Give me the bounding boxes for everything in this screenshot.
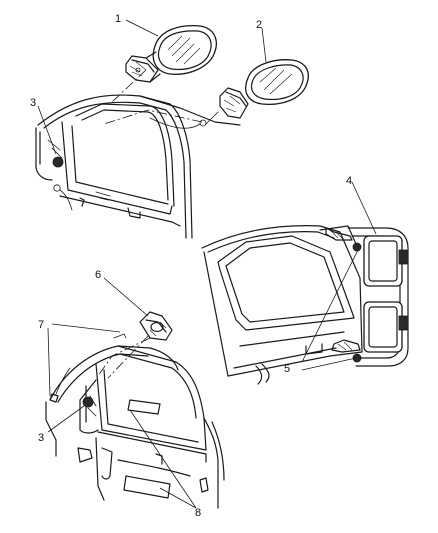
suv-door-frame-right	[201, 225, 363, 385]
callout-5: 5	[284, 363, 290, 375]
callout-8: 8	[195, 507, 201, 519]
callout-3-bottom: 3	[38, 432, 44, 444]
callout-2: 2	[256, 19, 262, 31]
projection-line-2	[103, 109, 203, 125]
callout-3-top: 3	[30, 97, 36, 109]
door-frame-bottom	[45, 345, 225, 509]
front-door-frame-top	[35, 94, 241, 239]
mirror-bracket-6	[139, 311, 173, 341]
projection-line-3	[107, 335, 149, 379]
wire-lead-7	[49, 333, 127, 403]
wire-lead	[149, 117, 201, 129]
dual-mirror-4	[325, 227, 409, 367]
leader-lines	[37, 19, 377, 509]
callout-1: 1	[115, 13, 121, 25]
callout-6: 6	[95, 269, 101, 281]
callout-4: 4	[346, 175, 352, 187]
mirror-2	[199, 59, 309, 127]
callout-7: 7	[38, 319, 44, 331]
projection-line-1	[111, 69, 147, 103]
mirror-1	[125, 24, 217, 83]
projection-line-4	[97, 337, 151, 377]
